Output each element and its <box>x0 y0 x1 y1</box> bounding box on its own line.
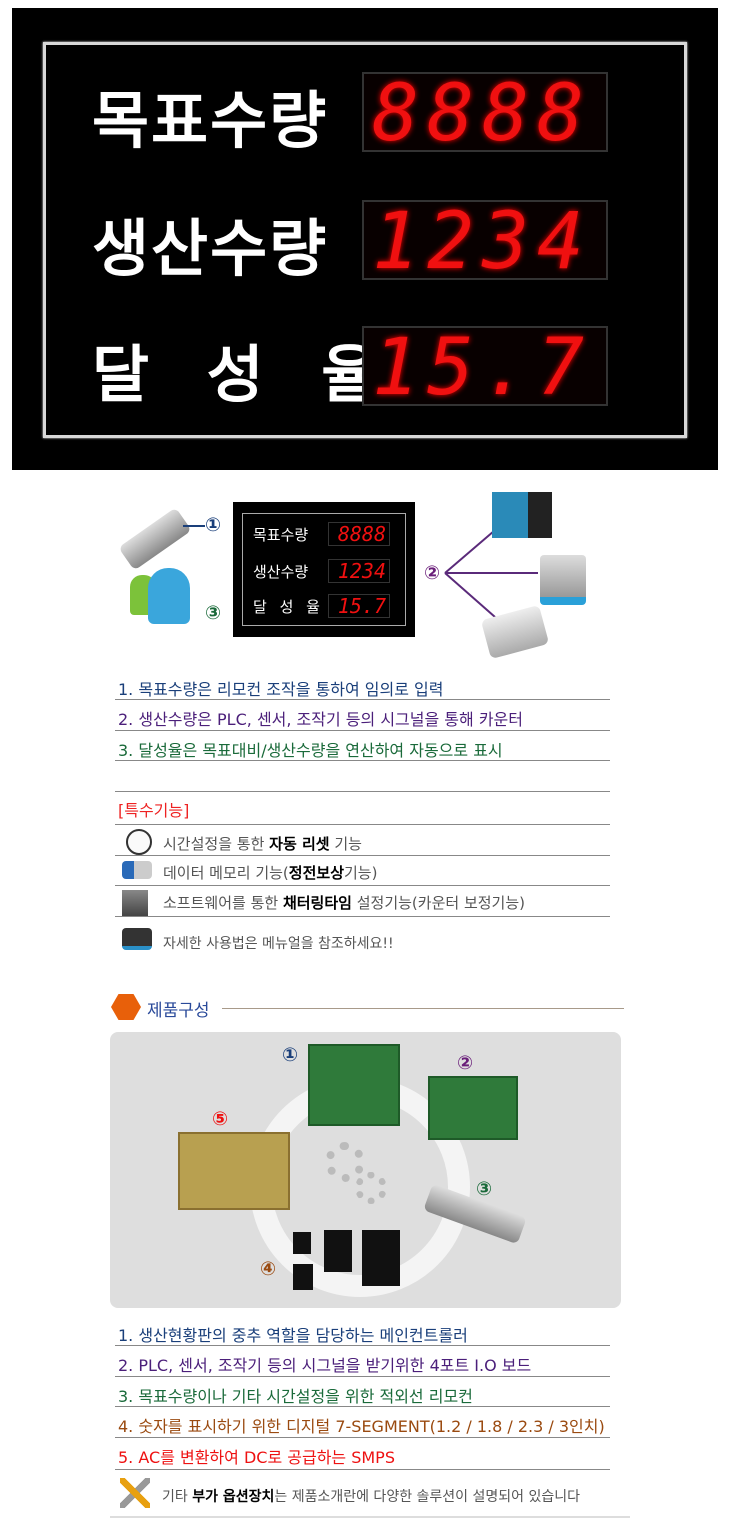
achievement-rate-label: 달 성 율 <box>92 338 397 411</box>
production-status-board: 목표수량 생산수량 달 성 율 8888 1234 15.7 <box>12 8 718 470</box>
remote-control-icon <box>118 507 192 571</box>
description-1: 1. 목표수량은 리모컨 조작을 통하여 임의로 입력 <box>118 680 444 699</box>
signal-lines <box>444 530 538 618</box>
hexagon-icon <box>111 994 141 1020</box>
component-4: 4. 숫자를 표시하기 위한 디지털 7-SEGMENT(1.2 / 1.8 /… <box>118 1417 605 1436</box>
io-board <box>428 1076 518 1140</box>
title-rule <box>222 1008 624 1009</box>
divider <box>115 855 610 856</box>
divider <box>115 791 610 792</box>
smps-board <box>178 1132 290 1210</box>
seven-segment-large <box>362 1230 400 1286</box>
seven-segment-small-2 <box>293 1264 313 1290</box>
mini-target-display: 8888 <box>328 522 390 546</box>
divider <box>115 730 610 731</box>
connector-line <box>183 525 205 527</box>
component-3: 3. 목표수량이나 기타 시간설정을 위한 적외선 리모컨 <box>118 1387 473 1406</box>
divider <box>115 916 610 917</box>
component-2: 2. PLC, 센서, 조작기 등의 시그널을 받기위한 4포트 I.O 보드 <box>118 1356 532 1375</box>
marker-3: ③ <box>476 1178 493 1200</box>
users-icon <box>148 568 190 624</box>
sensor-icon <box>540 555 586 605</box>
component-1: 1. 생산현황판의 중추 역할을 담당하는 메인컨트롤러 <box>118 1326 468 1345</box>
divider <box>115 824 610 825</box>
divider <box>115 760 610 761</box>
marker-5: ⑤ <box>212 1108 229 1130</box>
mini-production-label: 생산수량 <box>253 563 309 581</box>
mini-rate-display: 15.7 <box>328 594 390 618</box>
marker-3: ③ <box>205 602 222 624</box>
feature-data-memory: 데이터 메모리 기능(정전보상기능) <box>163 864 378 882</box>
software-chip-icon <box>122 890 148 916</box>
divider <box>115 1376 610 1377</box>
board-frame <box>43 42 687 438</box>
mini-rate-label: 달 성 율 <box>253 598 324 616</box>
marker-2: ② <box>457 1052 474 1074</box>
marker-4: ④ <box>260 1258 277 1280</box>
mini-production-display: 1234 <box>328 559 390 583</box>
divider <box>115 1469 610 1470</box>
joystick-icon <box>122 928 152 950</box>
tools-icon <box>120 1478 150 1508</box>
seven-segment-small <box>293 1232 311 1254</box>
clock-icon <box>126 829 152 855</box>
production-qty-label: 생산수량 <box>92 212 329 285</box>
gear-icon <box>355 1172 387 1204</box>
marker-1: ① <box>205 514 222 536</box>
components-panel: ① ② ③ ④ ⑤ <box>110 1032 621 1308</box>
divider <box>115 1345 610 1346</box>
marker-1: ① <box>282 1044 299 1066</box>
main-controller-board <box>308 1044 400 1126</box>
description-2: 2. 생산수량은 PLC, 센서, 조작기 등의 시그널을 통해 카운터 <box>118 710 523 729</box>
special-features-title: [특수기능] <box>118 801 190 820</box>
mini-target-label: 목표수량 <box>253 526 309 544</box>
description-3: 3. 달성율은 목표대비/생산수량을 연산하여 자동으로 표시 <box>118 741 503 760</box>
feature-auto-reset: 시간설정을 통한 자동 리셋 기능 <box>163 835 362 853</box>
target-qty-display: 8888 <box>362 72 608 154</box>
divider <box>115 885 610 886</box>
usb-memory-icon <box>122 861 152 879</box>
mini-board-frame <box>242 513 406 626</box>
achievement-rate-display: 15.7 <box>362 326 608 408</box>
divider <box>115 1437 610 1438</box>
mini-board: 목표수량 생산수량 달 성 율 8888 1234 15.7 <box>233 502 415 637</box>
seven-segment-medium <box>324 1230 352 1272</box>
feature-chattering-time: 소프트웨어를 통한 채터링타임 설정기능(카운터 보정기능) <box>163 894 525 912</box>
plc-icon <box>492 492 552 538</box>
options-note: 기타 부가 옵션장치는 제품소개란에 다양한 솔루션이 설명되어 있습니다 <box>162 1489 580 1505</box>
target-qty-label: 목표수량 <box>92 84 329 157</box>
production-qty-display: 1234 <box>362 200 608 282</box>
divider <box>115 699 610 700</box>
component-5: 5. AC를 변환하여 DC로 공급하는 SMPS <box>118 1448 395 1467</box>
gear-icon <box>325 1142 365 1182</box>
composition-title: 제품구성 <box>147 1001 210 1021</box>
manual-note: 자세한 사용법은 메뉴얼을 참조하세요!! <box>163 936 394 952</box>
marker-2: ② <box>424 562 441 584</box>
bottom-rule <box>110 1516 630 1518</box>
divider <box>115 1406 610 1407</box>
